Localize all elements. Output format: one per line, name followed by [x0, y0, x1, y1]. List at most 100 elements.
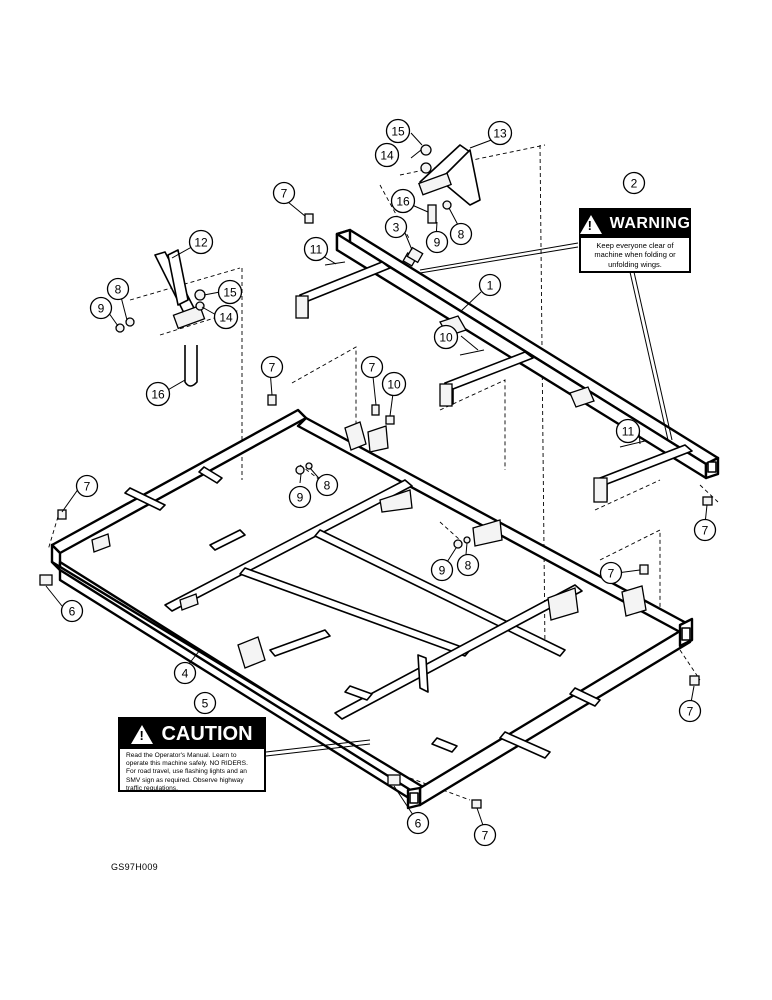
- callout-circle: [315, 473, 339, 497]
- callout-circle: [303, 236, 329, 262]
- callout-14: 14: [374, 142, 400, 168]
- callout-circle: [473, 823, 497, 847]
- callout-number: 3: [393, 221, 400, 235]
- callout-number: 14: [380, 149, 394, 163]
- callout-2: 2: [622, 171, 646, 195]
- callout-number: 6: [415, 817, 422, 831]
- callout-number: 15: [223, 286, 237, 300]
- callout-8: 8: [315, 473, 339, 497]
- callout-circle: [425, 230, 449, 254]
- callout-number: 8: [465, 559, 472, 573]
- callout-9: 9: [89, 296, 113, 320]
- callout-circle: [188, 229, 214, 255]
- callout-number: 7: [702, 524, 709, 538]
- callout-9: 9: [425, 230, 449, 254]
- callout-7: 7: [678, 699, 702, 723]
- warning-heading: WARNING: [609, 215, 691, 232]
- callout-number: 1: [487, 279, 494, 293]
- callout-7: 7: [599, 561, 623, 585]
- callout-number: 10: [387, 378, 401, 392]
- callout-number: 7: [482, 829, 489, 843]
- callout-number: 7: [269, 361, 276, 375]
- callout-number: 2: [631, 177, 638, 191]
- callout-5: 5: [193, 691, 217, 715]
- callout-circle: [260, 355, 284, 379]
- callout-circle: [272, 181, 296, 205]
- callout-number: 11: [622, 425, 635, 439]
- callout-circle: [360, 355, 384, 379]
- callout-circle: [449, 222, 473, 246]
- hitch-detail-12: [115, 249, 206, 387]
- caution-decal-header: CAUTION: [120, 719, 264, 749]
- callout-number: 7: [84, 480, 91, 494]
- callout-circle: [75, 474, 99, 498]
- warning-decal-header: WARNING: [579, 210, 691, 238]
- callout-number: 15: [391, 125, 405, 139]
- warning-triangle-icon: [579, 214, 602, 234]
- callout-number: 12: [194, 236, 208, 250]
- callout-7: 7: [473, 823, 497, 847]
- callout-number: 7: [369, 361, 376, 375]
- caution-triangle-icon: [131, 724, 154, 744]
- callout-number: 6: [69, 605, 76, 619]
- callout-circle: [622, 171, 646, 195]
- callout-7: 7: [272, 181, 296, 205]
- callout-8: 8: [456, 553, 480, 577]
- callout-number: 9: [98, 302, 105, 316]
- warning-decal: WARNING Keep everyone clear of machine w…: [579, 208, 691, 273]
- callout-number: 7: [608, 567, 615, 581]
- callout-7: 7: [75, 474, 99, 498]
- callout-8: 8: [449, 222, 473, 246]
- callout-11: 11: [615, 418, 641, 444]
- callout-circle: [213, 304, 239, 330]
- callout-number: 8: [458, 228, 465, 242]
- callout-circle: [374, 142, 400, 168]
- callout-13: 13: [487, 120, 513, 146]
- callout-number: 13: [493, 127, 507, 141]
- callout-10: 10: [381, 371, 407, 397]
- callout-number: 9: [439, 564, 446, 578]
- callout-8: 8: [106, 277, 130, 301]
- callout-15: 15: [217, 279, 243, 305]
- callout-3: 3: [384, 215, 408, 239]
- callout-number: 10: [439, 331, 453, 345]
- callout-circle: [430, 558, 454, 582]
- callout-9: 9: [430, 558, 454, 582]
- callout-circle: [456, 553, 480, 577]
- callout-1: 1: [478, 273, 502, 297]
- callout-12: 12: [188, 229, 214, 255]
- callout-number: 8: [324, 479, 331, 493]
- callout-circle: [693, 518, 717, 542]
- callout-circle: [193, 691, 217, 715]
- callout-circle: [106, 277, 130, 301]
- callout-number: 4: [182, 667, 189, 681]
- callout-9: 9: [288, 485, 312, 509]
- decal-leaders: [265, 242, 673, 757]
- callout-10: 10: [433, 324, 459, 350]
- callout-circle: [385, 118, 411, 144]
- callout-circle: [678, 699, 702, 723]
- callout-15: 15: [385, 118, 411, 144]
- callout-number: 16: [396, 195, 410, 209]
- callout-circle: [381, 371, 407, 397]
- callout-7: 7: [693, 518, 717, 542]
- caution-heading: CAUTION: [161, 722, 253, 745]
- callout-number: 16: [151, 388, 165, 402]
- callout-circle: [60, 599, 84, 623]
- callout-circle: [288, 485, 312, 509]
- callout-number: 11: [310, 243, 323, 257]
- callout-circle: [433, 324, 459, 350]
- callout-number: 7: [281, 187, 288, 201]
- callout-11: 11: [303, 236, 329, 262]
- callout-circle: [145, 381, 171, 407]
- callout-14: 14: [213, 304, 239, 330]
- callout-number: 7: [687, 705, 694, 719]
- callout-number: 14: [219, 311, 233, 325]
- callout-circle: [384, 215, 408, 239]
- callout-circle: [390, 188, 416, 214]
- callout-circle: [615, 418, 641, 444]
- callout-circle: [406, 811, 430, 835]
- callout-number: 5: [202, 697, 209, 711]
- callout-7: 7: [260, 355, 284, 379]
